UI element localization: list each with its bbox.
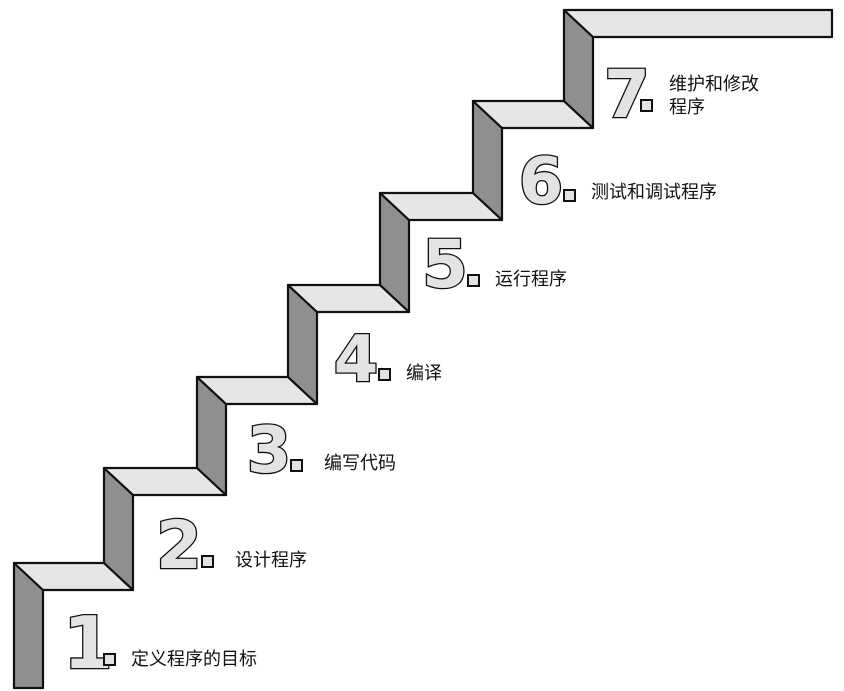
step-number-7: 7 [603,55,653,134]
svg-text:2: 2 [156,507,202,584]
svg-text:5: 5 [422,226,468,303]
svg-text:7: 7 [604,56,650,133]
step-number-5: 5 [421,225,480,304]
stair-step-7 [562,8,834,130]
step-label-5: 运行程序 [495,269,567,290]
svg-text:1: 1 [63,601,113,685]
step-number-3: 3 [245,413,303,489]
step-label-3: 编写代码 [324,453,396,474]
stair-step-1 [12,561,135,690]
svg-text:6: 6 [519,145,564,219]
step-label-6: 测试和调试程序 [591,182,717,203]
step-label-1: 定义程序的目标 [131,649,257,670]
step-label-7: 维护和修改 程序 [669,73,759,120]
step-label-4: 编译 [406,363,442,384]
svg-text:4: 4 [334,323,379,397]
stair-step-4 [286,283,411,406]
step-label-7-line-1: 维护和修改 [669,74,759,95]
stair-step-3 [195,375,319,497]
step-number-4: 4 [332,322,391,398]
stair-step-6 [471,99,595,222]
svg-text:3: 3 [247,414,292,488]
step-number-2: 2 [155,506,214,585]
step-number-6: 6 [517,144,576,220]
step-number-1: 1 [62,600,116,686]
step-label-2: 设计程序 [235,550,307,571]
step-label-7-line-2: 程序 [669,97,705,119]
